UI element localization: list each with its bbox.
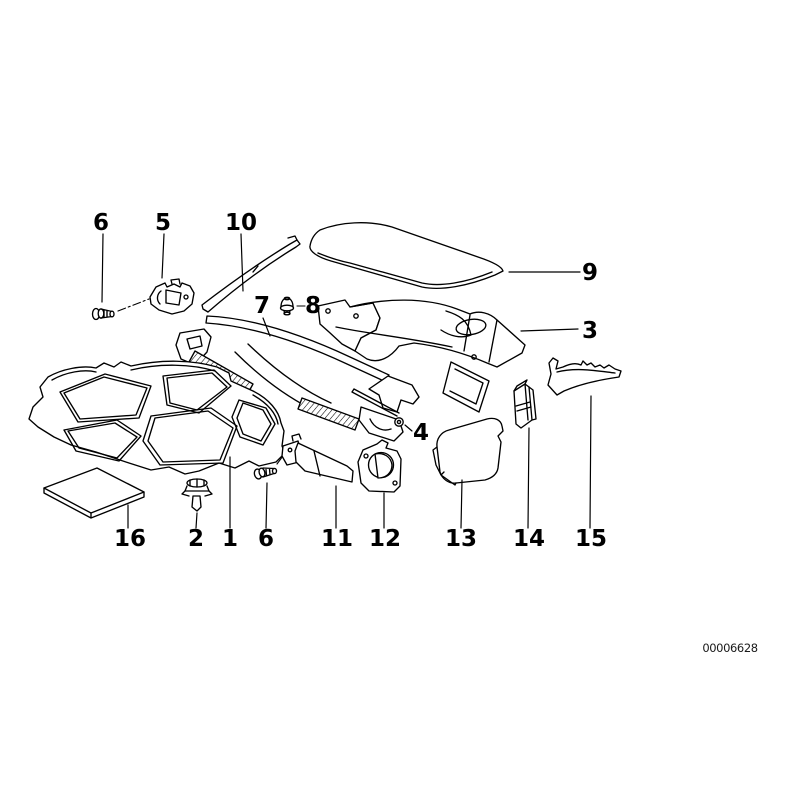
callout-label-3[interactable]: 3 (582, 318, 598, 344)
callout-label-9[interactable]: 9 (582, 260, 598, 286)
callout-label-4[interactable]: 4 (413, 420, 429, 446)
part-8-cap-nut[interactable] (279, 296, 295, 316)
callout-label-6-bottom[interactable]: 6 (258, 526, 274, 552)
leader-2 (195, 512, 198, 529)
part-5-clamp-bracket[interactable] (149, 278, 195, 315)
leader-14 (527, 427, 530, 529)
leader-15 (589, 395, 592, 529)
callout-label-8[interactable]: 8 (305, 293, 321, 319)
assembly-dash-lines (117, 298, 306, 465)
callout-label-10[interactable]: 10 (225, 210, 257, 236)
leader-lines (101, 233, 592, 529)
callout-label-7[interactable]: 7 (254, 293, 270, 319)
part-15-trim-strip[interactable] (547, 357, 622, 396)
part-11-lower-panel[interactable] (281, 433, 354, 483)
callout-label-6-top[interactable]: 6 (93, 210, 109, 236)
part-6-plug-bolt-bottom[interactable] (253, 467, 278, 480)
dash-line-bolt6-to-bracket5 (117, 298, 150, 312)
leader-6-bottom (265, 482, 268, 529)
part-14-wedge-block[interactable] (513, 379, 537, 429)
leader-7 (262, 317, 271, 337)
part-2-expanding-rivet[interactable] (181, 478, 213, 512)
callout-label-14[interactable]: 14 (513, 526, 545, 552)
part-12-bracket-plate[interactable] (357, 439, 402, 493)
part-13-rounded-pad[interactable] (432, 417, 504, 486)
part-16-square-pad[interactable] (43, 467, 145, 519)
part-1-hood-insulation-pad[interactable] (28, 360, 286, 475)
callout-label-13[interactable]: 13 (445, 526, 477, 552)
leader-13 (460, 479, 463, 529)
callout-label-11[interactable]: 11 (321, 526, 353, 552)
callout-label-1[interactable]: 1 (222, 526, 238, 552)
part-10-insulation-strip[interactable] (201, 235, 301, 313)
leader-5 (161, 233, 165, 279)
part-9-rear-shelf-pad[interactable] (309, 222, 504, 290)
callout-label-12[interactable]: 12 (369, 526, 401, 552)
callout-label-15[interactable]: 15 (575, 526, 607, 552)
leader-6-top (101, 233, 104, 303)
callout-label-2[interactable]: 2 (188, 526, 204, 552)
leader-4 (404, 424, 413, 432)
dash-line-bolt6-to-panel11 (276, 455, 284, 465)
leader-3 (520, 328, 579, 332)
doc-number: 00006628 (702, 641, 757, 655)
part-6-plug-bolt-top[interactable] (91, 307, 115, 321)
callout-label-5[interactable]: 5 (155, 210, 171, 236)
callout-label-16[interactable]: 16 (114, 526, 146, 552)
part-3-side-panel-insulation[interactable] (317, 299, 526, 413)
part-4-screw[interactable] (394, 417, 404, 427)
leader-10 (240, 233, 244, 292)
